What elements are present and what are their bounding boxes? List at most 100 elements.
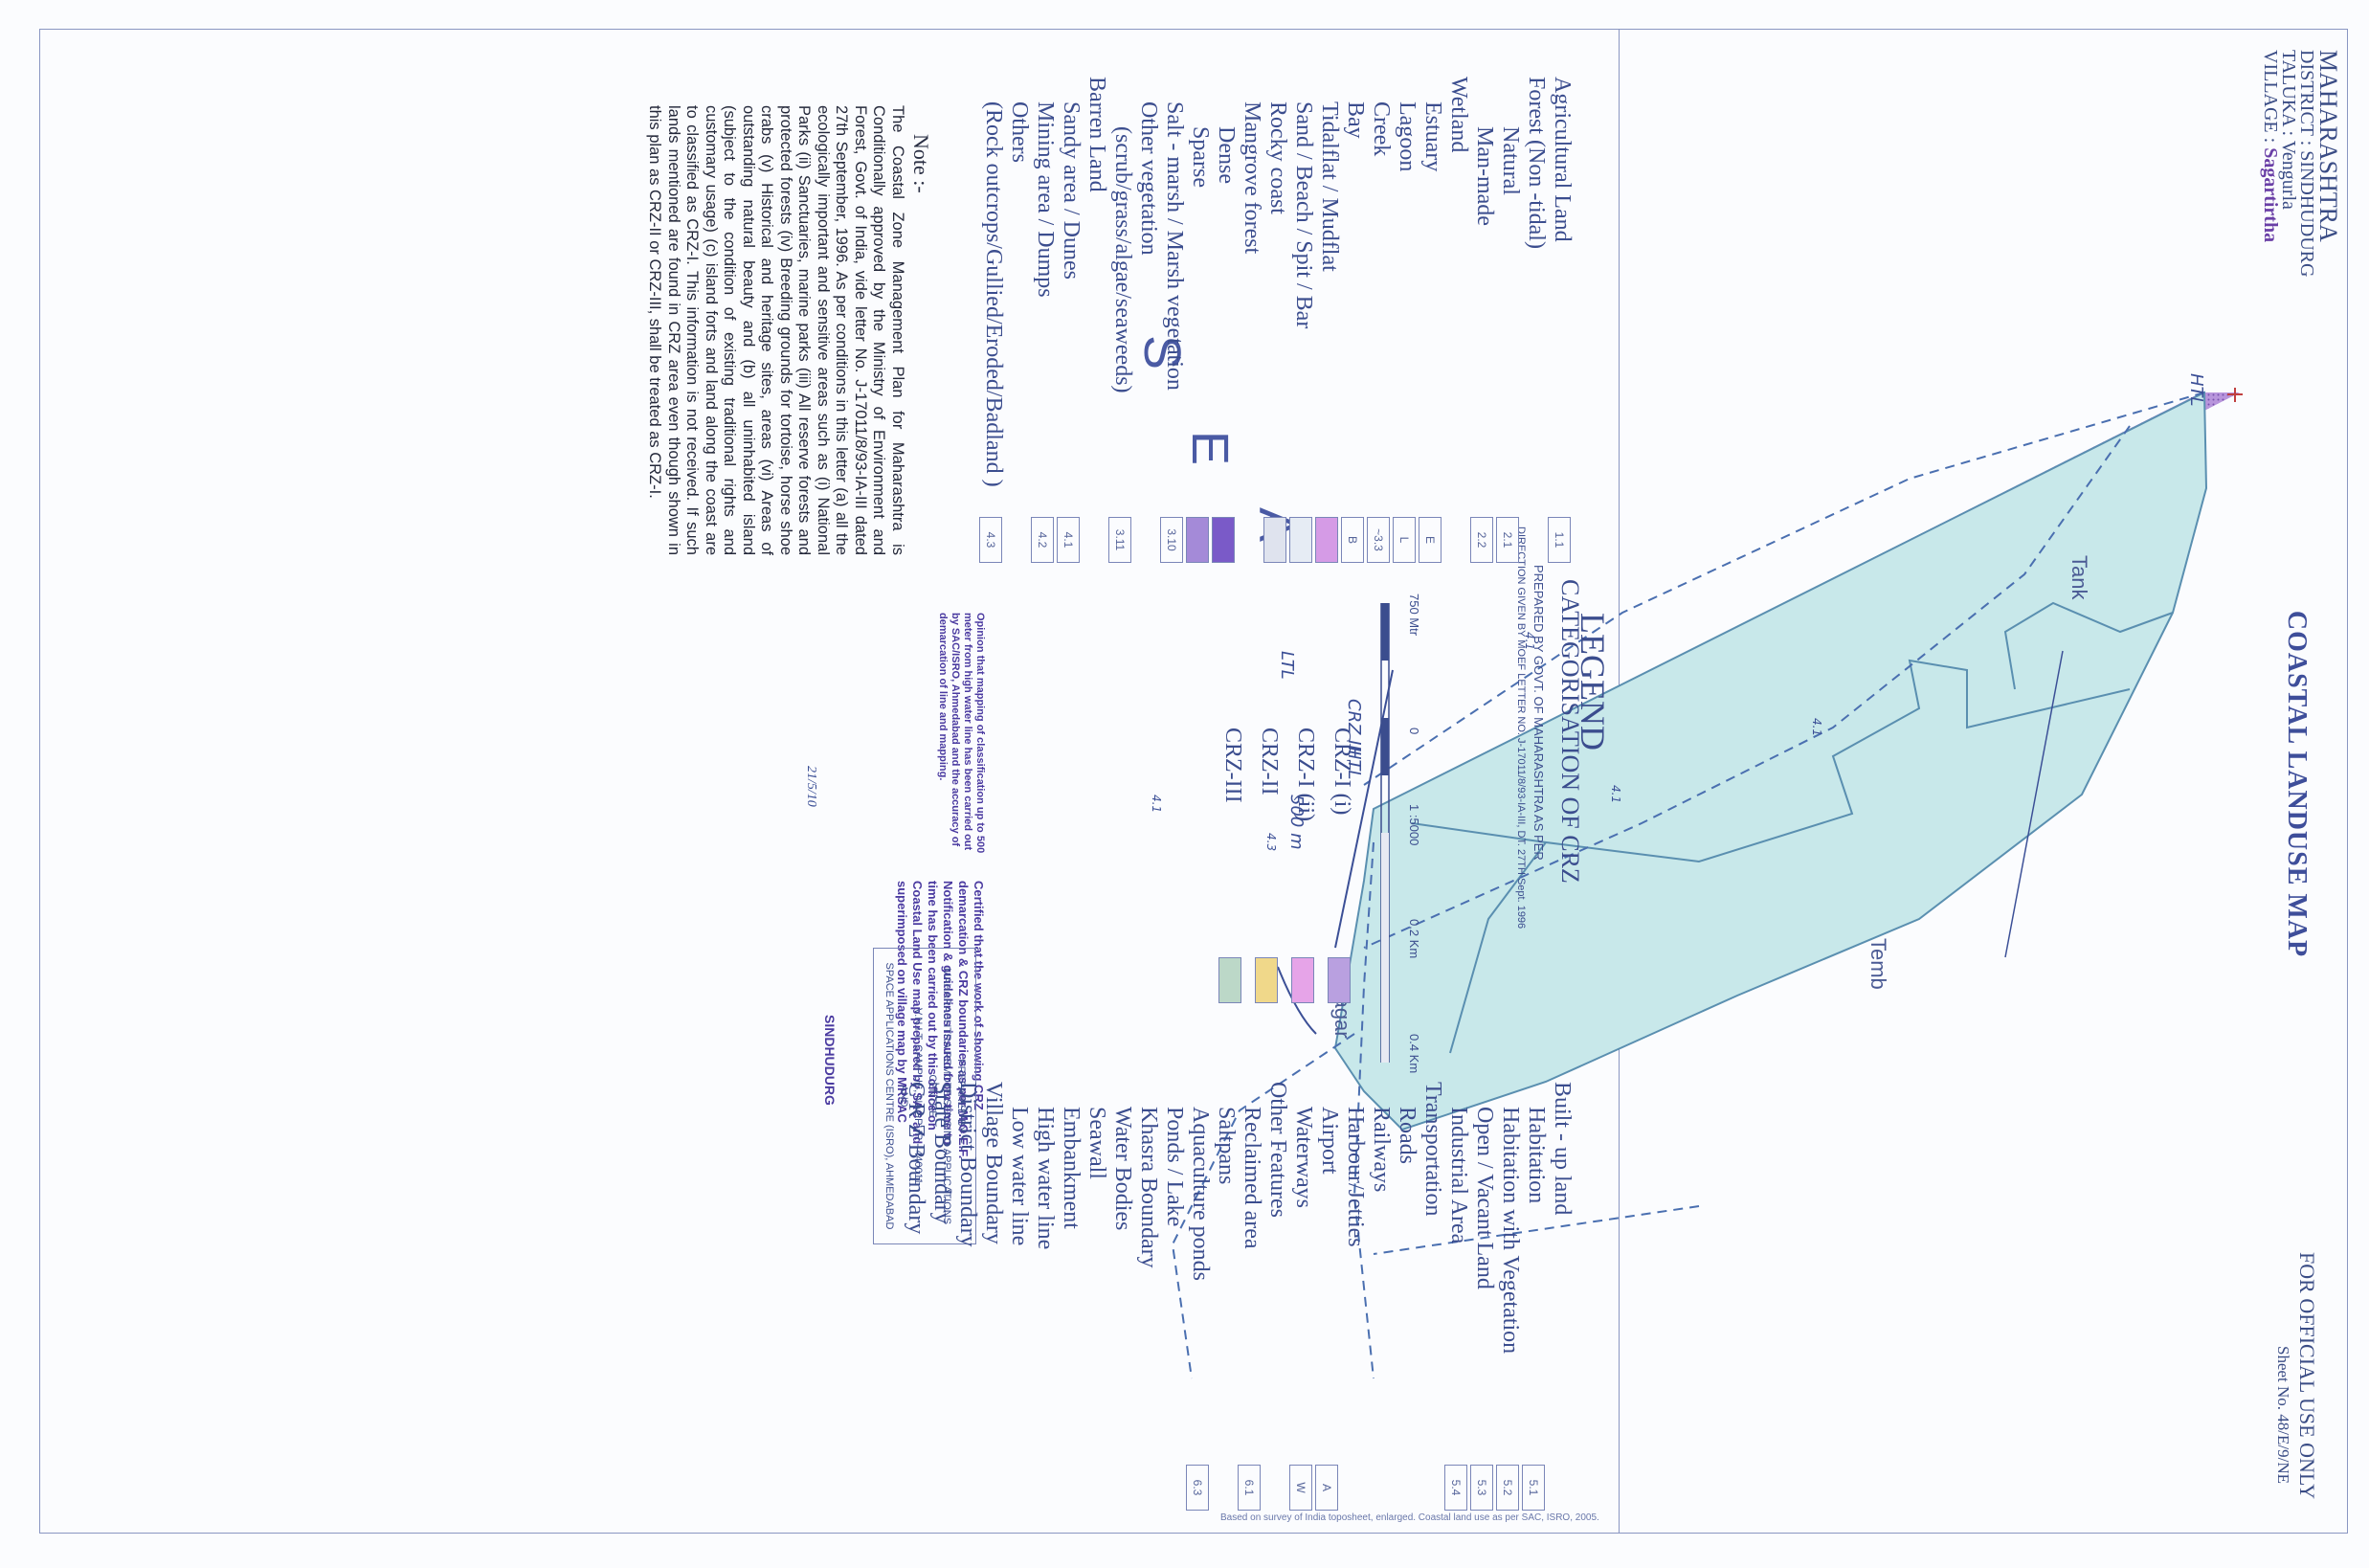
legend-left-item-label: Forest (Non -tidal) — [1524, 77, 1549, 249]
crz-prepared-note: PREPARED BY GOVT. OF MAHARASHTRA AS PER — [1531, 565, 1546, 861]
crz-item-swatch — [1291, 957, 1314, 1003]
footer-note: Based on survey of India toposheet, enla… — [1220, 1512, 1599, 1523]
legend-left-item-label: Mining area / Dumps — [1033, 101, 1058, 298]
legend-left-item-swatch — [1186, 517, 1209, 563]
legend-left-item-label: (Rock outcrops/Gullied/Eroded/Badland ) — [981, 101, 1006, 487]
legend-right-item-code: 6.3 — [1186, 1465, 1209, 1511]
legend-left-item-code: 4.3 — [979, 517, 1002, 563]
crz-item-label: CRZ-II — [1257, 728, 1282, 795]
ltl-label: LTL — [1277, 651, 1297, 680]
legend-left-item-label: Natural — [1498, 126, 1523, 195]
legend-right-item-label: Village Boundary — [981, 1082, 1006, 1244]
crz-500m-line-2 — [2004, 650, 2064, 958]
legend-left-item-label: Agricultural Land — [1550, 77, 1575, 242]
legend-left-item-label: Sandy area / Dunes — [1059, 101, 1084, 280]
legend-left-item-swatch — [1263, 517, 1286, 563]
legend-right-item-label: Habitation with Vegetation — [1498, 1107, 1523, 1355]
legend-right-item-label: Roads — [1395, 1107, 1419, 1164]
legend-right-item-label: High water line — [1033, 1107, 1058, 1250]
legend-left-item-code: B — [1341, 517, 1364, 563]
legend-left-item-code: 1.1 — [1548, 517, 1571, 563]
crz-item-swatch — [1255, 957, 1278, 1003]
legend-left-item-swatch — [1212, 517, 1235, 563]
note-heading: Note :- — [909, 134, 933, 193]
legend-left-item-code: E — [1419, 517, 1442, 563]
legend-right-item-label: State Boundary — [929, 1082, 954, 1224]
legend-right-item-code: 5.3 — [1470, 1465, 1493, 1511]
htl-tick — [2227, 388, 2243, 402]
legend-right-item-label: Khasra Boundary — [1136, 1107, 1161, 1268]
legend-left-item-label: Other vegetation — [1136, 101, 1161, 256]
crz-item-swatch — [1218, 957, 1241, 1003]
crz-item-swatch — [1328, 957, 1351, 1003]
stamp-office: SINDHUDURG — [822, 1015, 838, 1106]
legend-right-item-code: 5.1 — [1522, 1465, 1545, 1511]
crz-item-label: CRZ-I (ii) — [1293, 728, 1318, 821]
legend-left-item-label: Sparse — [1188, 126, 1213, 188]
legend-left-item-label: Lagoon — [1395, 101, 1419, 172]
legend-right-item-code: 5.4 — [1444, 1465, 1467, 1511]
legend-left-item-code: 2.1 — [1496, 517, 1519, 563]
legend-right-item-code: W — [1289, 1465, 1312, 1511]
scale-label: 1 :5000 — [1407, 804, 1421, 846]
scale-bar — [1380, 603, 1390, 1063]
legend-right-item-label: Industrial Area — [1446, 1107, 1471, 1244]
legend-left-item-code: 4.1 — [1057, 517, 1080, 563]
legend-left-item-label: Bay — [1343, 101, 1368, 139]
legend-right-item-label: Built - up land — [1550, 1082, 1575, 1216]
legend-left-item-label: Sand / Beach / Spit / Bar — [1291, 101, 1316, 329]
scale-label: 0 — [1407, 728, 1421, 735]
legend-right-item-label: Airport — [1317, 1107, 1342, 1175]
crz-item-label: CRZ-III — [1220, 728, 1245, 803]
legend-left-item-label: Rocky coast — [1265, 101, 1290, 214]
legend-right-item-label: Ponds / Lake — [1162, 1107, 1187, 1227]
legend-left-item-swatch — [1289, 517, 1312, 563]
sea-letter-e: E — [1181, 431, 1239, 466]
legend-left-item-swatch — [1315, 517, 1338, 563]
legend-right-item-label: Water Bodies — [1110, 1107, 1135, 1231]
place-label-temb: Temb — [1866, 938, 1890, 990]
parcel-code: 4.1 — [1150, 795, 1163, 814]
stamp-number: 21/5/10 — [804, 766, 818, 807]
legend-left-item-label: Salt - marsh / Marsh vegetation — [1162, 101, 1187, 391]
legend-left-item-label: Man-made — [1472, 126, 1497, 226]
legend-left-item-label: Creek — [1369, 101, 1394, 157]
legend-right-item-code: A — [1315, 1465, 1338, 1511]
legend-left-item-code: L — [1393, 517, 1416, 563]
legend-right-item-label: Railways — [1369, 1107, 1394, 1193]
legend-left-item-code: 4.2 — [1031, 517, 1054, 563]
legend-right-item-label: Transportation — [1420, 1082, 1445, 1217]
parcel-code: 4.1 — [1810, 718, 1823, 737]
legend-right-item-label: Other Features — [1265, 1082, 1290, 1218]
scale-label: 750 Mtr — [1407, 594, 1421, 637]
crz-item-label: CRZ-I (i) — [1330, 728, 1354, 816]
legend-right-item-label: Aquaculture ponds — [1188, 1107, 1213, 1281]
legend-right-item-label: Open / Vacant Land — [1472, 1107, 1497, 1289]
legend-right-item-code: 5.2 — [1496, 1465, 1519, 1511]
legend-right-item-label: Waterways — [1291, 1107, 1316, 1209]
sketch-arc — [1277, 966, 1317, 1035]
legend-right-item-label: Seawall — [1084, 1107, 1109, 1179]
scale-label: 0.4 Km — [1407, 1034, 1421, 1074]
land-parcel — [1333, 391, 2208, 1131]
legend-left-item-label: Mangrove forest — [1240, 101, 1264, 255]
legend-left-item-label: Dense — [1214, 126, 1239, 184]
legend-left-item-label: Others — [1007, 101, 1032, 163]
parcel-lines — [1411, 601, 2174, 1054]
legend-right-item-label: Habitation — [1524, 1107, 1549, 1204]
legend-left-item-label: Barren Land — [1084, 77, 1109, 192]
dashed-boundaries — [1171, 392, 2205, 1379]
crz-title: CATEGORISATION OF CRZ — [1556, 579, 1584, 884]
legend-right-item-code: 6.1 — [1238, 1465, 1261, 1511]
legend-left-item-code: 2.2 — [1470, 517, 1493, 563]
parcel-code: 4.1 — [1609, 785, 1622, 804]
legend-right-item-label: Reclaimed area — [1240, 1107, 1264, 1249]
parcel-code: 4.3 — [1264, 833, 1278, 852]
crz-500m-line — [1334, 669, 1394, 949]
legend-left-item-code: ~3.3 — [1367, 517, 1390, 563]
scale-label: 0.2 Km — [1407, 919, 1421, 959]
legend-right-item-label: Low water line — [1007, 1107, 1032, 1246]
legend-left-item-label: (scrub/grass/algae/seaweeds) — [1110, 126, 1135, 393]
note-text: The Coastal Zone Management Plan for Mah… — [646, 105, 907, 555]
